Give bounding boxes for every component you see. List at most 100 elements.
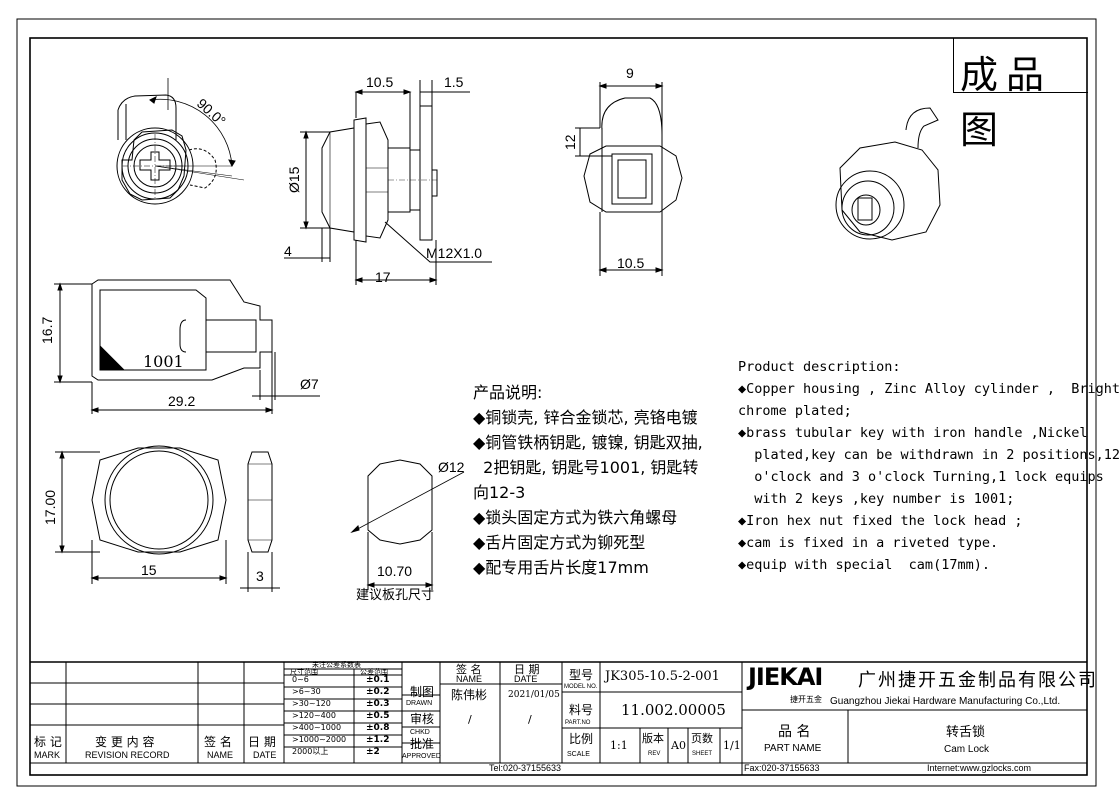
sign-name-en: NAME	[456, 674, 483, 684]
tolerance-range: 2000以上	[292, 747, 329, 756]
drawn-en: DRAWN	[406, 700, 433, 707]
product-name-en: Cam Lock	[944, 744, 990, 755]
en-description: Product description: ◆Copper housing , Z…	[738, 356, 1120, 576]
dim-dia-12: Ø12	[438, 459, 465, 475]
rev-mark-cn: 标 记	[34, 735, 62, 749]
en-desc-title: Product description:	[738, 359, 901, 375]
part-cn: 料号	[569, 703, 594, 717]
part-name-cn: 品 名	[778, 724, 811, 740]
approved-en: APPROVED	[402, 753, 441, 760]
logo-sub: 捷开五金	[790, 695, 822, 704]
tolerance-range: >1000~2000	[292, 735, 347, 744]
chkd-cn: 审核	[410, 712, 435, 726]
part-name-en: PART NAME	[764, 743, 822, 754]
company-logo: JIEKAI	[748, 665, 834, 693]
en-desc-line: ◆brass tubular key with iron handle ,Nic…	[738, 425, 1088, 441]
dim-4: 4	[284, 243, 292, 259]
sign-date-en: DATE	[514, 674, 538, 684]
part-value: 11.002.00005	[621, 701, 726, 719]
dim-dia-15: Ø15	[286, 166, 302, 193]
rev-date-cn: 日 期	[248, 735, 276, 749]
dim-dia-7: Ø7	[300, 376, 319, 392]
sheet-value: 1/1	[723, 739, 741, 752]
tolerance-range: >120~400	[292, 711, 336, 720]
drawn-name: 陈伟彬	[451, 688, 488, 702]
en-desc-line: with 2 keys ,key number is 1001;	[738, 491, 1015, 507]
product-name-cn: 转舌锁	[946, 725, 986, 740]
chkd-en: CHKD	[410, 729, 430, 736]
cn-desc-line: 向12-3	[473, 483, 526, 502]
rev-name-cn: 签 名	[204, 735, 232, 749]
inner-border	[29, 37, 1088, 776]
tolerance-range: 0~6	[292, 675, 309, 684]
drawing-title-box: 成品图	[953, 38, 1088, 152]
footer-web: Internet:www.gzlocks.com	[927, 763, 1032, 773]
en-desc-line: ◆cam is fixed in a riveted type.	[738, 535, 999, 551]
scale-cn: 比例	[569, 732, 594, 746]
dim-29-2: 29.2	[168, 393, 196, 409]
tolerance-value: ±2	[366, 747, 380, 757]
model-value: JK305-10.5-2-001	[605, 669, 720, 684]
dim-17-00: 17.00	[42, 489, 58, 525]
company-name-cn: 广州捷开五金制品有限公司	[858, 670, 1098, 691]
rev-value: A0	[671, 739, 686, 752]
cn-description: 产品说明: ◆铜锁壳, 锌合金锁芯, 亮铬电镀 ◆铜管铁柄钥匙, 镀镍, 钥匙双…	[473, 380, 703, 580]
en-desc-line: ◆equip with special cam(17mm).	[738, 557, 990, 573]
chkd-name: /	[468, 713, 472, 726]
cn-desc-line: ◆铜管铁柄钥匙, 镀镍, 钥匙双抽,	[473, 433, 703, 452]
rev-cn: 版本	[642, 732, 664, 745]
tolerance-range: >30~120	[292, 699, 331, 708]
tolerance-range: >6~30	[292, 687, 321, 696]
drawn-date: 2021/01/05	[508, 690, 560, 700]
part-en: PART.NO	[565, 720, 591, 726]
rev-mark-en: MARK	[34, 750, 61, 760]
dim-thread: M12X1.0	[426, 245, 483, 261]
en-desc-line: o'clock and 3 o'clock Turning,1 lock equ…	[738, 469, 1104, 485]
sign-date-cn: 日 期	[514, 663, 540, 676]
isometric-view	[835, 107, 941, 241]
outer-border	[16, 18, 1097, 787]
cn-desc-title: 产品说明:	[473, 383, 543, 402]
tolerance-value: ±0.5	[366, 711, 390, 721]
cn-desc-line: ◆锁头固定方式为铁六角螺母	[473, 508, 678, 527]
footer-tel: Tel:020-37155633	[489, 763, 562, 773]
tolerance-h1: 尺寸范围	[290, 668, 318, 676]
sheet-cn: 页数	[691, 732, 713, 745]
tolerance-value: ±1.2	[366, 735, 390, 745]
drawn-cn: 制图	[410, 685, 435, 699]
en-desc-line: chrome plated;	[738, 403, 852, 419]
dim-hole-width: 10.70	[377, 563, 413, 579]
en-desc-line: ◆Iron hex nut fixed the lock head ;	[738, 513, 1023, 529]
en-desc-line: ◆Copper housing , Zinc Alloy cylinder , …	[738, 381, 1120, 397]
model-cn: 型号	[569, 668, 594, 682]
dim-3: 3	[256, 568, 264, 584]
hex-nut-side	[240, 451, 280, 592]
sign-name-cn: 签 名	[456, 663, 482, 676]
dim-12: 12	[562, 134, 578, 150]
drawing-title: 成品图	[960, 53, 1053, 152]
logo-text: JIEKAI	[748, 663, 823, 691]
key-number: 1001	[143, 352, 184, 371]
rev-record-en: REVISION RECORD	[85, 750, 170, 760]
title-block-grid	[30, 661, 1087, 775]
tolerance-h2: 公差范围	[360, 668, 388, 676]
dim-17: 17	[375, 269, 391, 285]
dim-1-5: 1.5	[444, 74, 464, 90]
sheet-en: SHEET	[692, 751, 713, 757]
scale-value: 1:1	[610, 739, 628, 752]
rev-record-cn: 变 更 内 容	[95, 735, 155, 749]
en-desc-line: plated,key can be withdrawn in 2 positio…	[738, 447, 1120, 463]
cn-desc-line: ◆铜锁壳, 锌合金锁芯, 亮铬电镀	[473, 408, 698, 427]
company-name-en: Guangzhou Jiekai Hardware Manufacturing …	[830, 696, 1061, 707]
cn-desc-line: ◆配专用舌片长度17mm	[473, 558, 649, 577]
rev-date-en: DATE	[253, 750, 277, 760]
tolerance-title: 未注公差系数表	[312, 661, 361, 669]
front-view	[116, 78, 245, 205]
rev-en: REV	[648, 751, 661, 757]
side-view	[284, 80, 492, 285]
hex-nut-front	[55, 445, 228, 584]
chkd-date: /	[528, 713, 532, 726]
footer-fax: Fax:020-37155633	[744, 763, 820, 773]
panel-hole	[350, 459, 465, 590]
